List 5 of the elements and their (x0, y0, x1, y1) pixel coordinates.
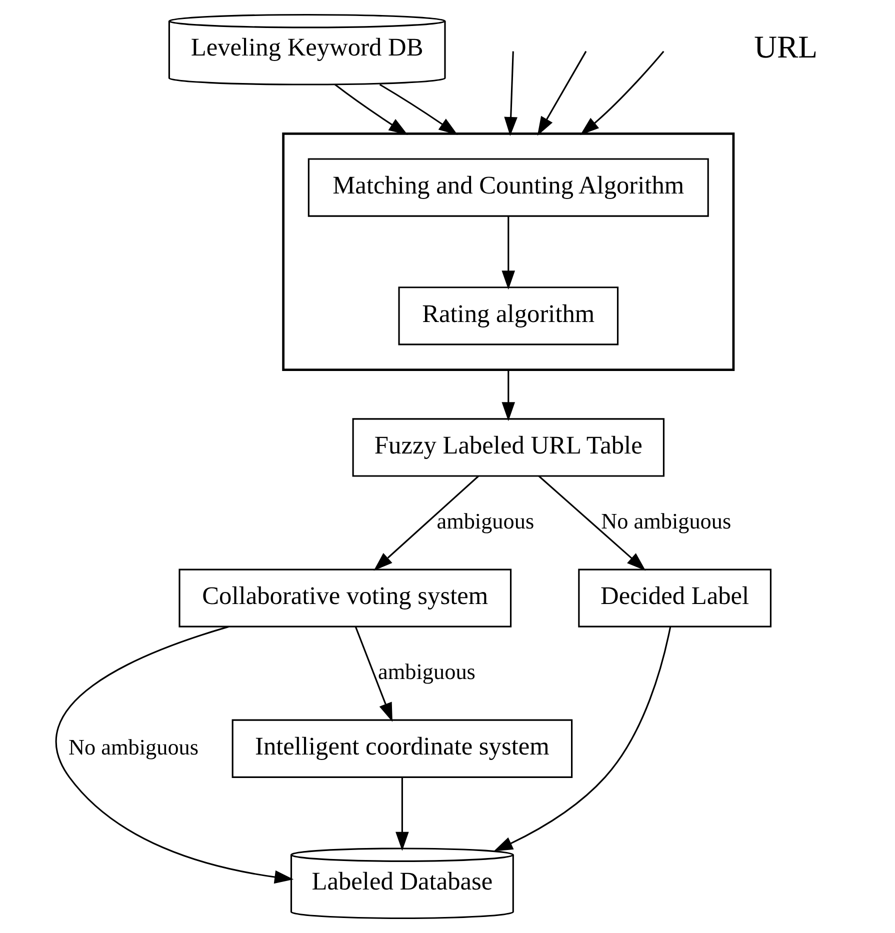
edge-label: No ambiguous (68, 734, 199, 760)
edge-label: ambiguous (436, 508, 534, 534)
label: URL (754, 30, 818, 65)
edge-label: ambiguous (378, 659, 476, 684)
edge-label: No ambiguous (601, 508, 732, 534)
